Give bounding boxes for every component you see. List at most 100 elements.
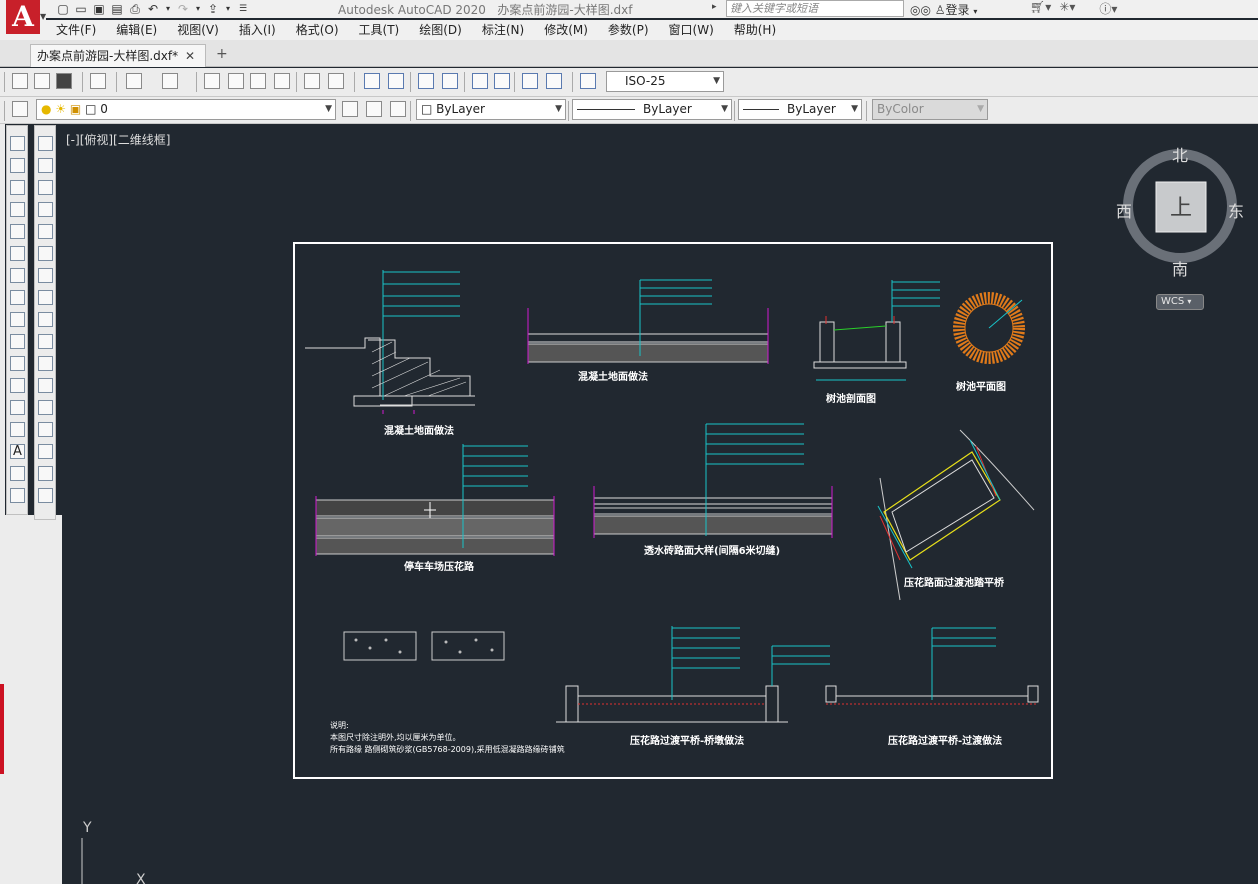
menu-item-11[interactable]: 帮助(H) (733, 23, 777, 37)
menu-item-2[interactable]: 视图(V) (177, 23, 219, 37)
edit-text-icon[interactable] (38, 466, 53, 481)
chevron-down-icon[interactable]: ▾ (195, 4, 200, 13)
radius-dim-icon[interactable] (472, 73, 488, 89)
continue-dim-icon[interactable] (388, 73, 404, 89)
saveas-icon[interactable]: ▤ (111, 2, 123, 16)
point-icon[interactable] (10, 334, 25, 349)
close-icon[interactable]: ✕ (184, 49, 195, 63)
viewcube-north[interactable]: 北 (1172, 146, 1189, 165)
match-layer-icon[interactable] (390, 101, 406, 117)
menu-item-6[interactable]: 绘图(D) (419, 23, 462, 37)
share-icon[interactable]: ⇪ (207, 2, 219, 16)
scale-icon[interactable] (38, 290, 53, 305)
viewcube-top-label[interactable]: 上 (1170, 196, 1193, 221)
viewcube-west[interactable]: 西 (1116, 202, 1133, 221)
linear-dim-icon[interactable] (364, 73, 380, 89)
viewport-controls[interactable]: [-][俯视][二维线框] (66, 133, 171, 147)
mirror-icon[interactable] (38, 180, 53, 195)
make-block-icon[interactable] (10, 378, 25, 393)
pan-icon[interactable] (228, 73, 244, 89)
zoom-window-icon[interactable] (250, 73, 266, 89)
zoom-previous-icon[interactable] (274, 73, 290, 89)
document-tab[interactable]: 办案点前游园-大样图.dxf*✕ (30, 44, 206, 67)
app-menu-button[interactable]: A ▼ (0, 0, 46, 40)
menu-item-7[interactable]: 标注(N) (481, 23, 525, 37)
open-icon[interactable] (34, 73, 50, 89)
linetype-select[interactable]: ByLayer ▼ (572, 99, 732, 120)
trim-icon[interactable] (38, 312, 53, 327)
arc-length-icon[interactable] (442, 73, 458, 89)
menu-item-8[interactable]: 修改(M) (544, 23, 588, 37)
lineweight-select[interactable]: ByLayer ▼ (738, 99, 862, 120)
menu-item-3[interactable]: 插入(I) (238, 23, 276, 37)
rectangle-icon[interactable] (10, 202, 25, 217)
sign-in-button[interactable]: ◎◎ ♙登录 ▾ (910, 3, 978, 17)
fillet-icon[interactable] (38, 400, 53, 415)
spline-icon[interactable] (10, 290, 25, 305)
chamfer-icon[interactable] (38, 378, 53, 393)
menu-item-0[interactable]: 文件(F) (56, 23, 97, 37)
menu-item-10[interactable]: 窗口(W) (668, 23, 714, 37)
offset-icon[interactable] (38, 202, 53, 217)
array-icon[interactable] (38, 224, 53, 239)
make-current-layer-icon[interactable] (342, 101, 358, 117)
line-tool-icon[interactable] (10, 136, 25, 151)
viewcube-ring[interactable] (1123, 149, 1237, 263)
extend-icon[interactable] (38, 334, 53, 349)
gradient-icon[interactable] (10, 466, 25, 481)
open-file-icon[interactable]: ▭ (75, 2, 87, 16)
properties-icon[interactable] (304, 73, 320, 89)
hatch-icon[interactable] (10, 400, 25, 415)
chevron-right-icon[interactable]: ▸ (712, 2, 717, 12)
share-network-icon[interactable]: ✳▾ (1059, 0, 1076, 14)
chevron-down-icon[interactable]: ▾ (165, 4, 170, 13)
redo-icon[interactable] (162, 73, 178, 89)
new-tab-button[interactable]: + (216, 46, 228, 62)
explode-icon[interactable] (38, 444, 53, 459)
undo-icon[interactable] (126, 73, 142, 89)
menu-item-9[interactable]: 参数(P) (607, 23, 649, 37)
undo-icon[interactable]: ↶ (147, 2, 159, 16)
erase-icon[interactable] (38, 488, 53, 503)
rotate-icon[interactable] (38, 268, 53, 283)
region-icon[interactable] (10, 488, 25, 503)
new-file-icon[interactable]: ▢ (57, 2, 69, 16)
viewcube-south[interactable]: 南 (1172, 260, 1189, 279)
construction-line-icon[interactable] (10, 158, 25, 173)
aligned-dim-icon[interactable] (418, 73, 434, 89)
text-icon[interactable]: A (10, 444, 25, 459)
layer-previous-icon[interactable] (366, 101, 382, 117)
save-icon[interactable] (56, 73, 72, 89)
angular-dim-icon[interactable] (494, 73, 510, 89)
cart-icon[interactable]: 🛒︎▾ (1030, 0, 1052, 14)
redo-icon[interactable]: ↷ (177, 2, 189, 16)
viewcube-face[interactable] (1155, 181, 1207, 233)
revision-cloud-icon[interactable] (10, 268, 25, 283)
search-input[interactable]: 键入关键字或短语 (726, 0, 904, 17)
menu-item-4[interactable]: 格式(O) (295, 23, 339, 37)
help-icon[interactable]: ⓘ▾ (1099, 2, 1118, 16)
color-select[interactable]: □ ByLayer ▼ (416, 99, 566, 120)
blend-icon[interactable] (38, 422, 53, 437)
calculator-icon[interactable] (328, 73, 344, 89)
copy-icon[interactable] (38, 158, 53, 173)
chevron-down-icon[interactable]: ▾ (225, 4, 230, 13)
polygon-icon[interactable] (10, 180, 25, 195)
wcs-menu[interactable]: WCS ▾ (1156, 294, 1204, 310)
zoom-realtime-icon[interactable] (204, 73, 220, 89)
viewcube-east[interactable]: 东 (1228, 202, 1245, 221)
arc-icon[interactable] (10, 224, 25, 239)
table-icon[interactable] (10, 422, 25, 437)
new-icon[interactable] (12, 73, 28, 89)
insert-block-icon[interactable] (10, 356, 25, 371)
print-icon[interactable]: ⎙ (130, 2, 140, 16)
plot-icon[interactable] (90, 73, 106, 89)
ellipse-icon[interactable] (10, 312, 25, 327)
dim-style-select[interactable]: ISO-25▼ (606, 71, 724, 92)
menu-item-5[interactable]: 工具(T) (358, 23, 400, 37)
menu-item-1[interactable]: 编辑(E) (116, 23, 158, 37)
layer-properties-icon[interactable] (12, 101, 28, 117)
dim-edit-icon[interactable] (546, 73, 562, 89)
circle-icon[interactable] (10, 246, 25, 261)
text-edit-icon[interactable] (522, 73, 538, 89)
